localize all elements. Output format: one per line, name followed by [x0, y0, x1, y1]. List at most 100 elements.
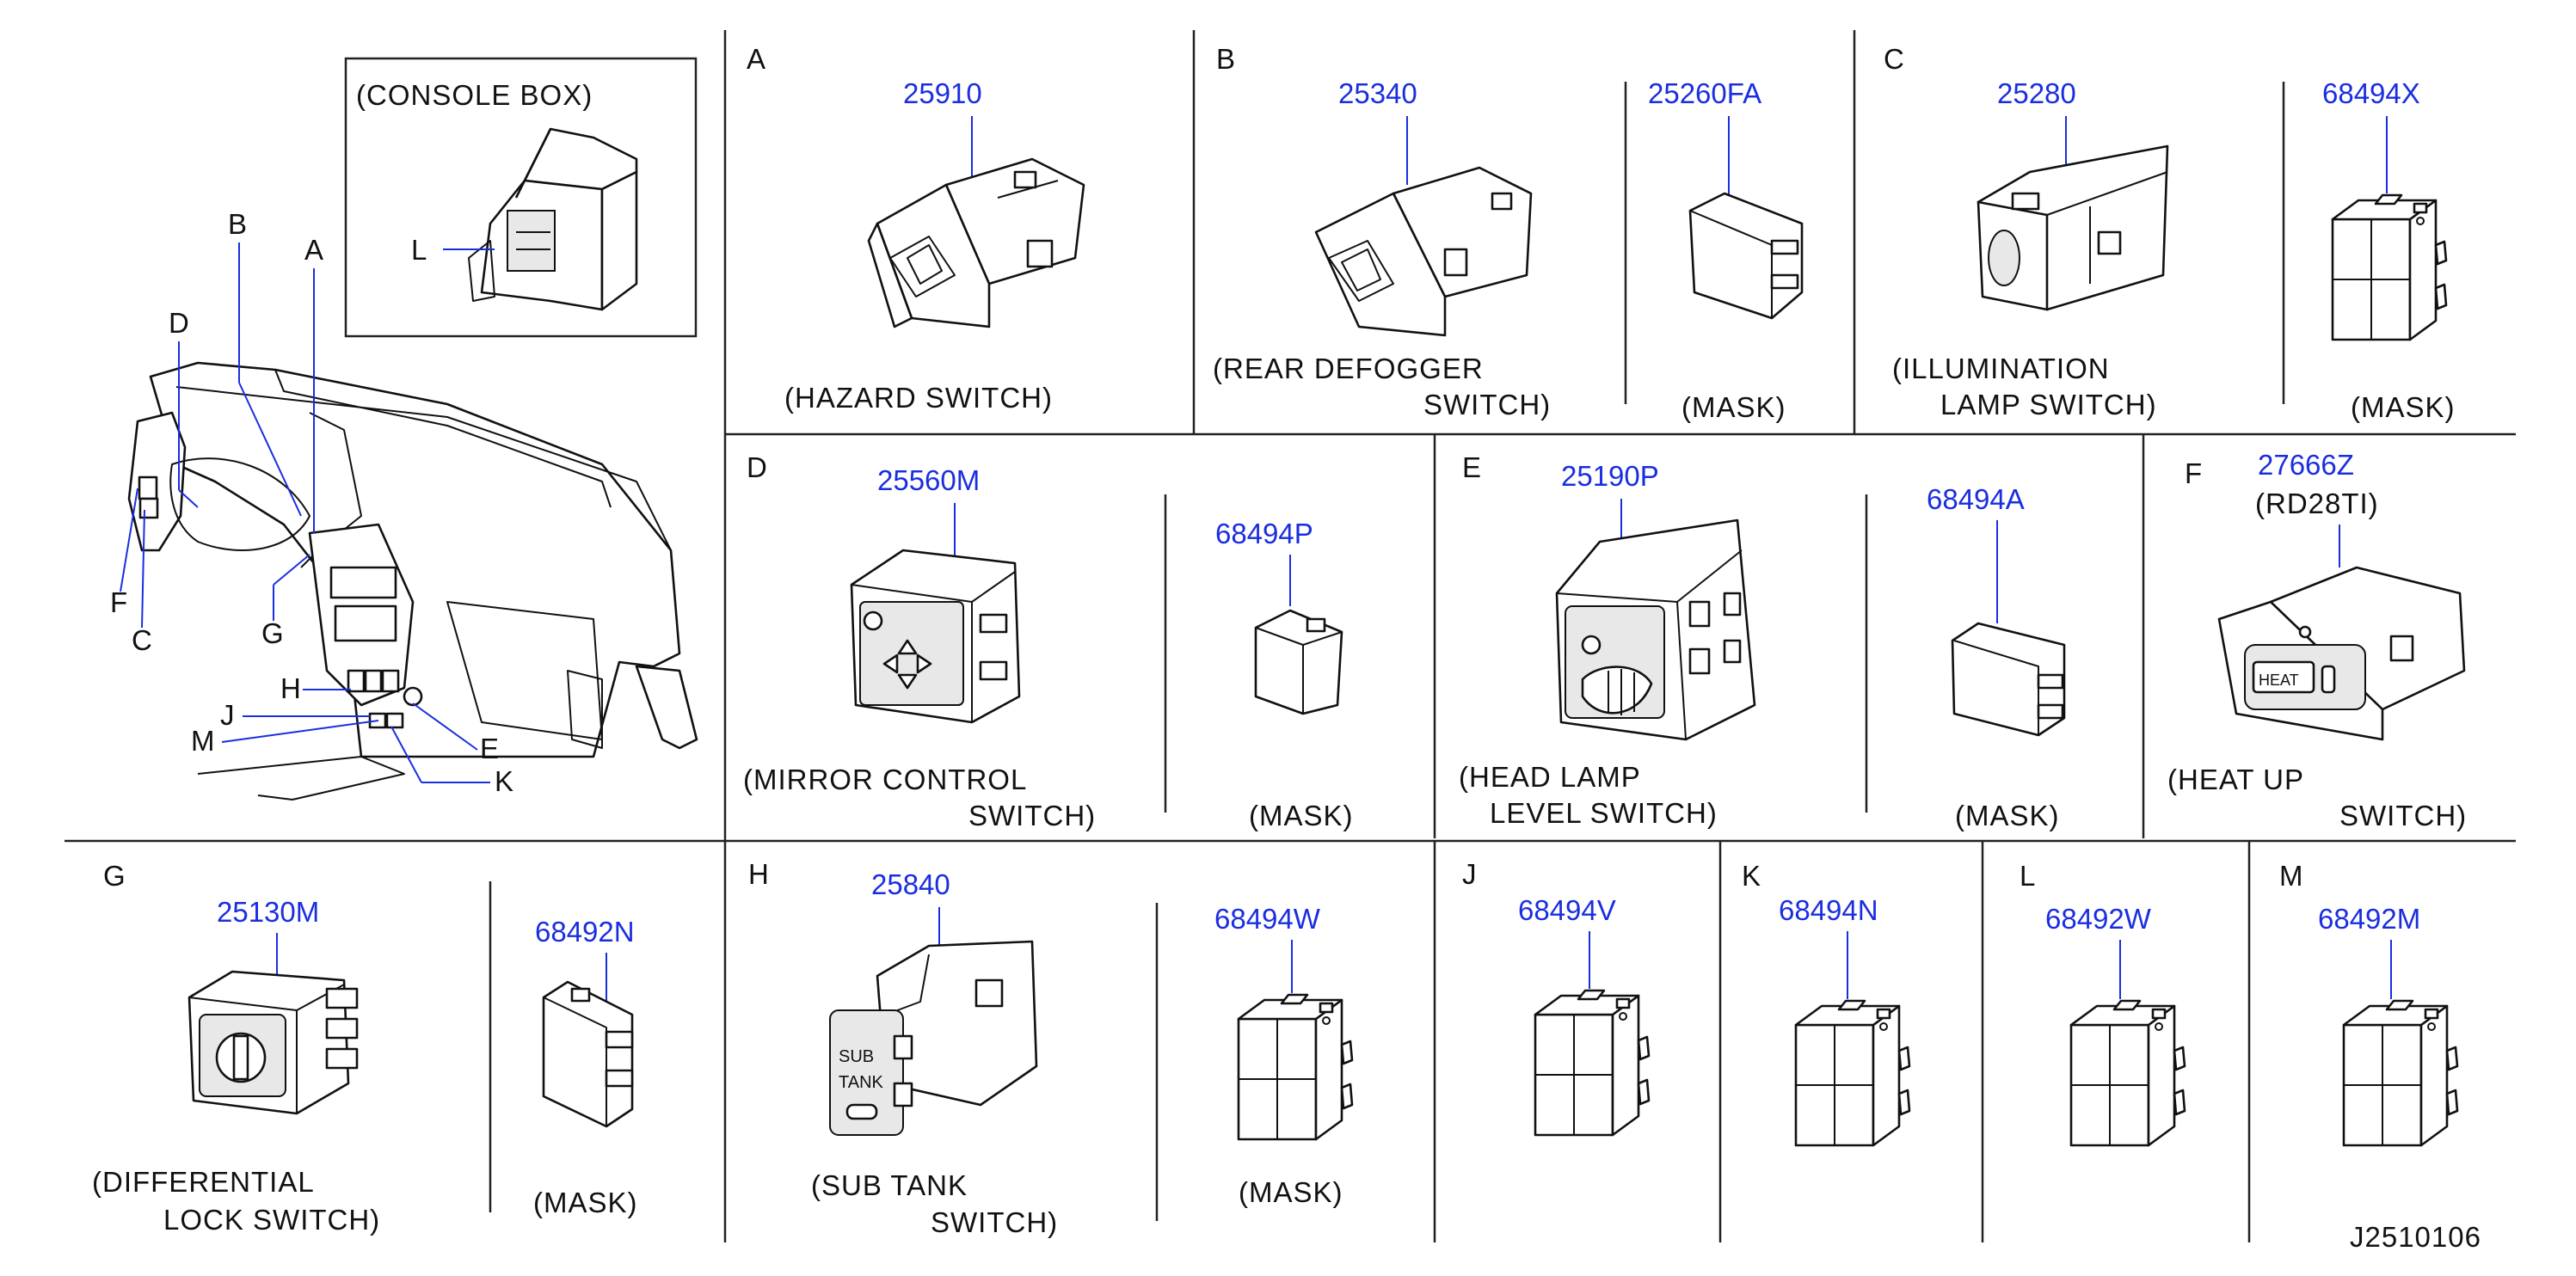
caption-d-line1: (MIRROR CONTROL	[743, 764, 1027, 795]
caption-h-line2: SWITCH)	[931, 1206, 1058, 1238]
mask-68494v-drawing	[1534, 989, 1651, 1137]
panel-f: F 27666Z (RD28TI) HEAT (HEAT UP SWITCH)	[2167, 449, 2467, 831]
caption-c-line2: LAMP SWITCH)	[1940, 389, 2157, 420]
caption-f-line2: SWITCH)	[2339, 800, 2467, 831]
sub-tank-switch-drawing: SUB TANK	[829, 940, 1038, 1136]
callout-j: J	[220, 699, 235, 731]
panel-j: J 68494V	[1462, 858, 1651, 1137]
part-number-25560m: 25560M	[877, 464, 980, 496]
mask-68492m-drawing	[2342, 999, 2459, 1147]
callout-d: D	[169, 307, 189, 339]
mask-68494x-drawing	[2331, 193, 2448, 341]
part-number-27666z: 27666Z	[2258, 449, 2354, 481]
caption-g-line2: LOCK SWITCH)	[163, 1204, 380, 1236]
part-number-25280: 25280	[1997, 77, 2076, 109]
caption-e-line2: LEVEL SWITCH)	[1490, 797, 1718, 829]
part-number-68494p: 68494P	[1215, 518, 1313, 549]
mask-68494a-drawing	[1951, 622, 2066, 737]
caption-b-line2: SWITCH)	[1423, 389, 1551, 420]
part-number-68494x: 68494X	[2322, 77, 2420, 109]
part-number-25910: 25910	[903, 77, 982, 109]
caption-mask-e: (MASK)	[1955, 800, 2060, 831]
callout-b: B	[228, 208, 247, 240]
console-box-drawing	[468, 127, 638, 311]
part-number-68492w: 68492W	[2045, 903, 2152, 935]
mask-68494p-drawing	[1254, 609, 1343, 715]
console-box-title: (CONSOLE BOX)	[356, 79, 593, 111]
caption-mask-c: (MASK)	[2351, 391, 2456, 423]
panel-letter-m: M	[2279, 860, 2303, 892]
callout-m: M	[191, 725, 215, 757]
console-box-frame	[344, 57, 698, 338]
panel-letter-d: D	[747, 451, 767, 483]
mask-68494w-drawing	[1237, 993, 1354, 1141]
caption-mask-b: (MASK)	[1681, 391, 1786, 423]
mask-68492n-drawing	[542, 980, 634, 1128]
part-number-68494n: 68494N	[1779, 894, 1878, 926]
callout-h: H	[280, 672, 301, 704]
part-number-25190p: 25190P	[1561, 460, 1659, 492]
part-number-68494a: 68494A	[1927, 483, 2025, 515]
heat-up-switch-drawing: HEAT	[2217, 566, 2466, 741]
grid-lines	[65, 30, 2516, 1242]
caption-mask-g: (MASK)	[533, 1187, 638, 1218]
hazard-switch-drawing	[867, 157, 1085, 328]
callout-c: C	[132, 624, 152, 656]
callout-a: A	[304, 234, 323, 266]
caption-c-line1: (ILLUMINATION	[1892, 353, 2110, 384]
sub-tank-label-1: SUB	[839, 1047, 874, 1066]
part-number-25130m: 25130M	[217, 896, 319, 928]
callout-f: F	[110, 586, 127, 618]
diagram-code: J2510106	[2350, 1221, 2481, 1253]
caption-mask-h: (MASK)	[1239, 1176, 1343, 1208]
mask-25260fa-drawing	[1688, 192, 1804, 320]
panel-letter-h: H	[748, 858, 769, 890]
caption-f-line1: (HEAT UP	[2167, 764, 2304, 795]
part-number-25840: 25840	[871, 868, 950, 900]
overview-dashboard: (CONSOLE BOX) L	[110, 57, 698, 801]
panel-letter-e: E	[1462, 451, 1481, 483]
panel-h: H 25840 SUB TANK (SUB TANK SWITCH) 68494…	[748, 858, 1354, 1238]
caption-e-line1: (HEAD LAMP	[1459, 761, 1641, 793]
caption-a: (HAZARD SWITCH)	[784, 382, 1053, 414]
sub-tank-label-2: TANK	[839, 1073, 884, 1092]
panel-g: G 25130M (DIFFERENTIAL LOCK SWITCH) 6849…	[92, 860, 638, 1236]
caption-h-line1: (SUB TANK	[811, 1169, 968, 1201]
panel-letter-k: K	[1742, 860, 1761, 892]
panel-a: A 25910 (HAZARD SWITCH)	[747, 43, 1085, 414]
mask-68492w-drawing	[2069, 999, 2186, 1147]
caption-d-line2: SWITCH)	[968, 800, 1096, 831]
panel-letter-a: A	[747, 43, 765, 75]
caption-g-line1: (DIFFERENTIAL	[92, 1166, 315, 1198]
rear-defogger-switch-drawing	[1314, 166, 1533, 337]
panel-c: C 25280 (ILLUMINATION LAMP SWITCH) 68494…	[1884, 43, 2456, 423]
panel-letter-c: C	[1884, 43, 1904, 75]
part-number-68492n: 68492N	[535, 916, 635, 948]
panel-b: B 25340 (REAR DEFOGGER SWITCH) 25260FA (…	[1213, 43, 1804, 423]
part-number-25340: 25340	[1338, 77, 1417, 109]
callout-e: E	[480, 733, 499, 764]
panel-letter-l: L	[2020, 860, 2035, 892]
head-lamp-level-switch-drawing	[1555, 518, 1756, 741]
part-number-68492m: 68492M	[2318, 903, 2420, 935]
panel-d: D 25560M (MIRROR CONTROL SWITCH) 68494P …	[743, 451, 1354, 831]
panel-letter-f: F	[2185, 457, 2202, 489]
panel-l: L 68492W	[2020, 860, 2186, 1147]
part-number-68494v: 68494V	[1518, 894, 1616, 926]
panel-e: E 25190P (HEAD LAMP LEVEL SWITCH) 68494A	[1459, 451, 2066, 831]
part-number-68494w: 68494W	[1214, 903, 1321, 935]
variant-rd28ti: (RD28TI)	[2255, 488, 2379, 519]
part-number-25260fa: 25260FA	[1648, 77, 1761, 109]
panel-m: M 68492M	[2279, 860, 2459, 1147]
panel-letter-j: J	[1462, 858, 1477, 890]
differential-lock-switch-drawing	[188, 970, 359, 1115]
heat-switch-label: HEAT	[2259, 672, 2299, 689]
panel-letter-g: G	[103, 860, 126, 892]
mirror-control-switch-drawing	[850, 549, 1021, 724]
caption-mask-d: (MASK)	[1249, 800, 1354, 831]
caption-b-line1: (REAR DEFOGGER	[1213, 353, 1484, 384]
panel-letter-b: B	[1216, 43, 1235, 75]
panel-k: K 68494N	[1742, 860, 1911, 1147]
illumination-lamp-switch-drawing	[1977, 144, 2169, 311]
